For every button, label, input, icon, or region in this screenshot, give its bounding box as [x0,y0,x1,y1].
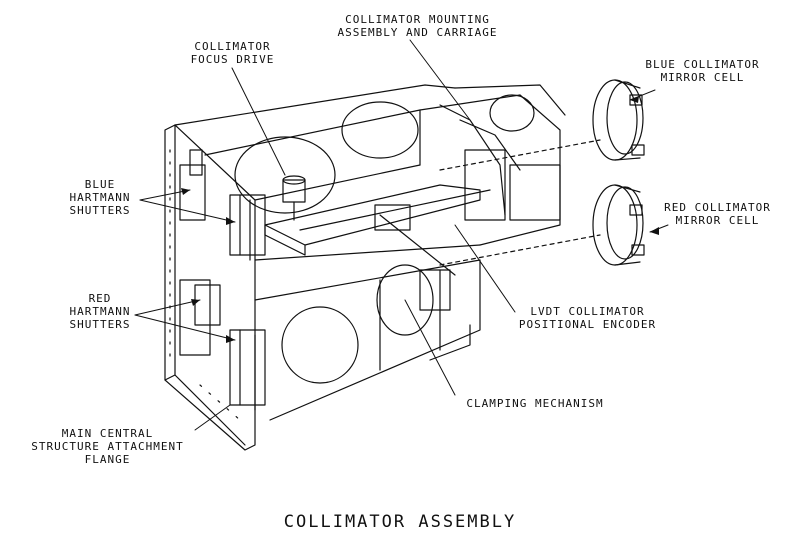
label-red-mirror-cell: RED COLLIMATOR MIRROR CELL [655,201,780,227]
label-line: FLANGE [84,453,131,466]
label-line: HARTMANN [69,191,131,204]
label-line: CLAMPING MECHANISM [466,397,604,410]
leader-arrowheads [181,96,659,343]
diagram-caption: COLLIMATOR ASSEMBLY [283,512,517,532]
red-hartmann-shutter-hardware [179,279,266,411]
label-line: MIRROR CELL [675,214,760,227]
label-line: LVDT COLLIMATOR [530,305,645,318]
lower-collimator-housing [254,259,481,421]
label-clamping-mechanism: CLAMPING MECHANISM [450,397,620,410]
blue-hartmann-shutter-hardware [179,149,266,261]
label-line: SHUTTERS [69,318,131,331]
label-line: STRUCTURE ATTACHMENT [31,440,184,453]
label-line: RED [88,292,112,305]
label-line: COLLIMATOR MOUNTING [345,13,490,26]
label-blue-hartmann-shutters: BLUE HARTMANN SHUTTERS [60,178,140,217]
label-line: HARTMANN [69,305,131,318]
label-red-hartmann-shutters: RED HARTMANN SHUTTERS [60,292,140,331]
label-line: ASSEMBLY AND CARRIAGE [337,26,498,39]
label-mounting-assembly: COLLIMATOR MOUNTING ASSEMBLY AND CARRIAG… [330,13,505,39]
label-line: POSITIONAL ENCODER [518,318,657,331]
label-line: COLLIMATOR [194,40,271,53]
mounting-carriage [264,104,561,311]
label-line: BLUE COLLIMATOR [645,58,760,71]
label-line: MIRROR CELL [660,71,745,84]
label-blue-mirror-cell: BLUE COLLIMATOR MIRROR CELL [640,58,765,84]
label-line: RED COLLIMATOR [664,201,771,214]
blue-mirror-cell [592,79,645,161]
label-lvdt-encoder: LVDT COLLIMATOR POSITIONAL ENCODER [505,305,670,331]
label-focus-drive: COLLIMATOR FOCUS DRIVE [175,40,290,66]
label-line: SHUTTERS [69,204,131,217]
label-line: FOCUS DRIVE [190,53,275,66]
label-attachment-flange: MAIN CENTRAL STRUCTURE ATTACHMENT FLANGE [15,427,200,466]
label-line: MAIN CENTRAL [61,427,154,440]
red-mirror-cell [592,184,645,266]
optical-axis-lines [439,139,601,266]
upper-collimator-housing [174,84,566,261]
leader-lines [134,39,669,431]
label-line: BLUE [84,178,116,191]
focus-drive-unit [282,175,306,221]
